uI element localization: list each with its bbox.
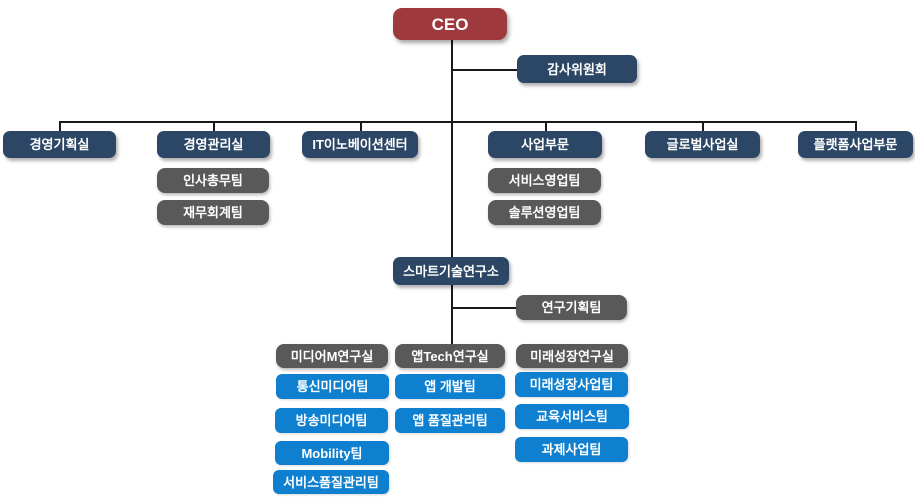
org-node-business-division: 사업부문: [488, 131, 602, 158]
org-node-education-service-team: 교육서비스팀: [515, 404, 629, 429]
org-node-service-sales-team: 서비스영업팀: [488, 168, 601, 193]
org-node-mobility-team: Mobility팀: [275, 441, 389, 465]
connector-drop-management: [213, 121, 215, 131]
org-node-telecom-media-team: 통신미디어팀: [276, 374, 389, 399]
connector-audit-branch: [451, 69, 518, 71]
org-node-project-business-team: 과제사업팀: [515, 437, 628, 462]
org-node-platform-business-division: 플랫폼사업부문: [798, 131, 913, 158]
connector-research-planning-branch: [451, 307, 516, 309]
connector-lab-trunk: [451, 285, 453, 344]
org-node-app-dev-team: 앱 개발팀: [395, 374, 505, 399]
connector-drop-global: [702, 121, 704, 131]
connector-drop-platform: [855, 121, 857, 131]
org-node-media-m-lab: 미디어M연구실: [276, 344, 388, 368]
org-node-future-growth-business-team: 미래성장사업팀: [515, 372, 628, 397]
org-node-ceo: CEO: [393, 8, 507, 40]
connector-drop-planning: [59, 121, 61, 131]
org-node-app-quality-team: 앱 품질관리팀: [395, 408, 505, 433]
org-node-broadcast-media-team: 방송미디어팀: [275, 408, 388, 433]
org-node-hr-general-affairs-team: 인사총무팀: [157, 168, 269, 193]
org-node-future-growth-lab: 미래성장연구실: [516, 344, 628, 368]
connector-drop-it-innovation: [360, 121, 362, 131]
org-node-research-planning-team: 연구기획팀: [516, 295, 627, 320]
connector-level2-bus: [59, 121, 856, 123]
org-node-service-quality-team: 서비스품질관리팀: [273, 470, 389, 494]
org-node-audit-committee: 감사위원회: [517, 55, 637, 83]
org-node-app-tech-lab: 앱Tech연구실: [395, 344, 505, 368]
org-node-planning-office: 경영기획실: [3, 131, 116, 158]
org-node-management-office: 경영관리실: [157, 131, 270, 158]
org-node-solution-sales-team: 솔루션영업팀: [488, 200, 601, 225]
org-node-finance-accounting-team: 재무회계팀: [157, 200, 269, 225]
connector-ceo-trunk: [451, 40, 453, 257]
org-node-global-business-office: 글로벌사업실: [645, 131, 760, 158]
org-node-it-innovation-center: IT이노베이션센터: [302, 131, 418, 158]
org-node-smart-tech-research-institute: 스마트기술연구소: [393, 257, 509, 285]
connector-drop-business: [545, 121, 547, 131]
